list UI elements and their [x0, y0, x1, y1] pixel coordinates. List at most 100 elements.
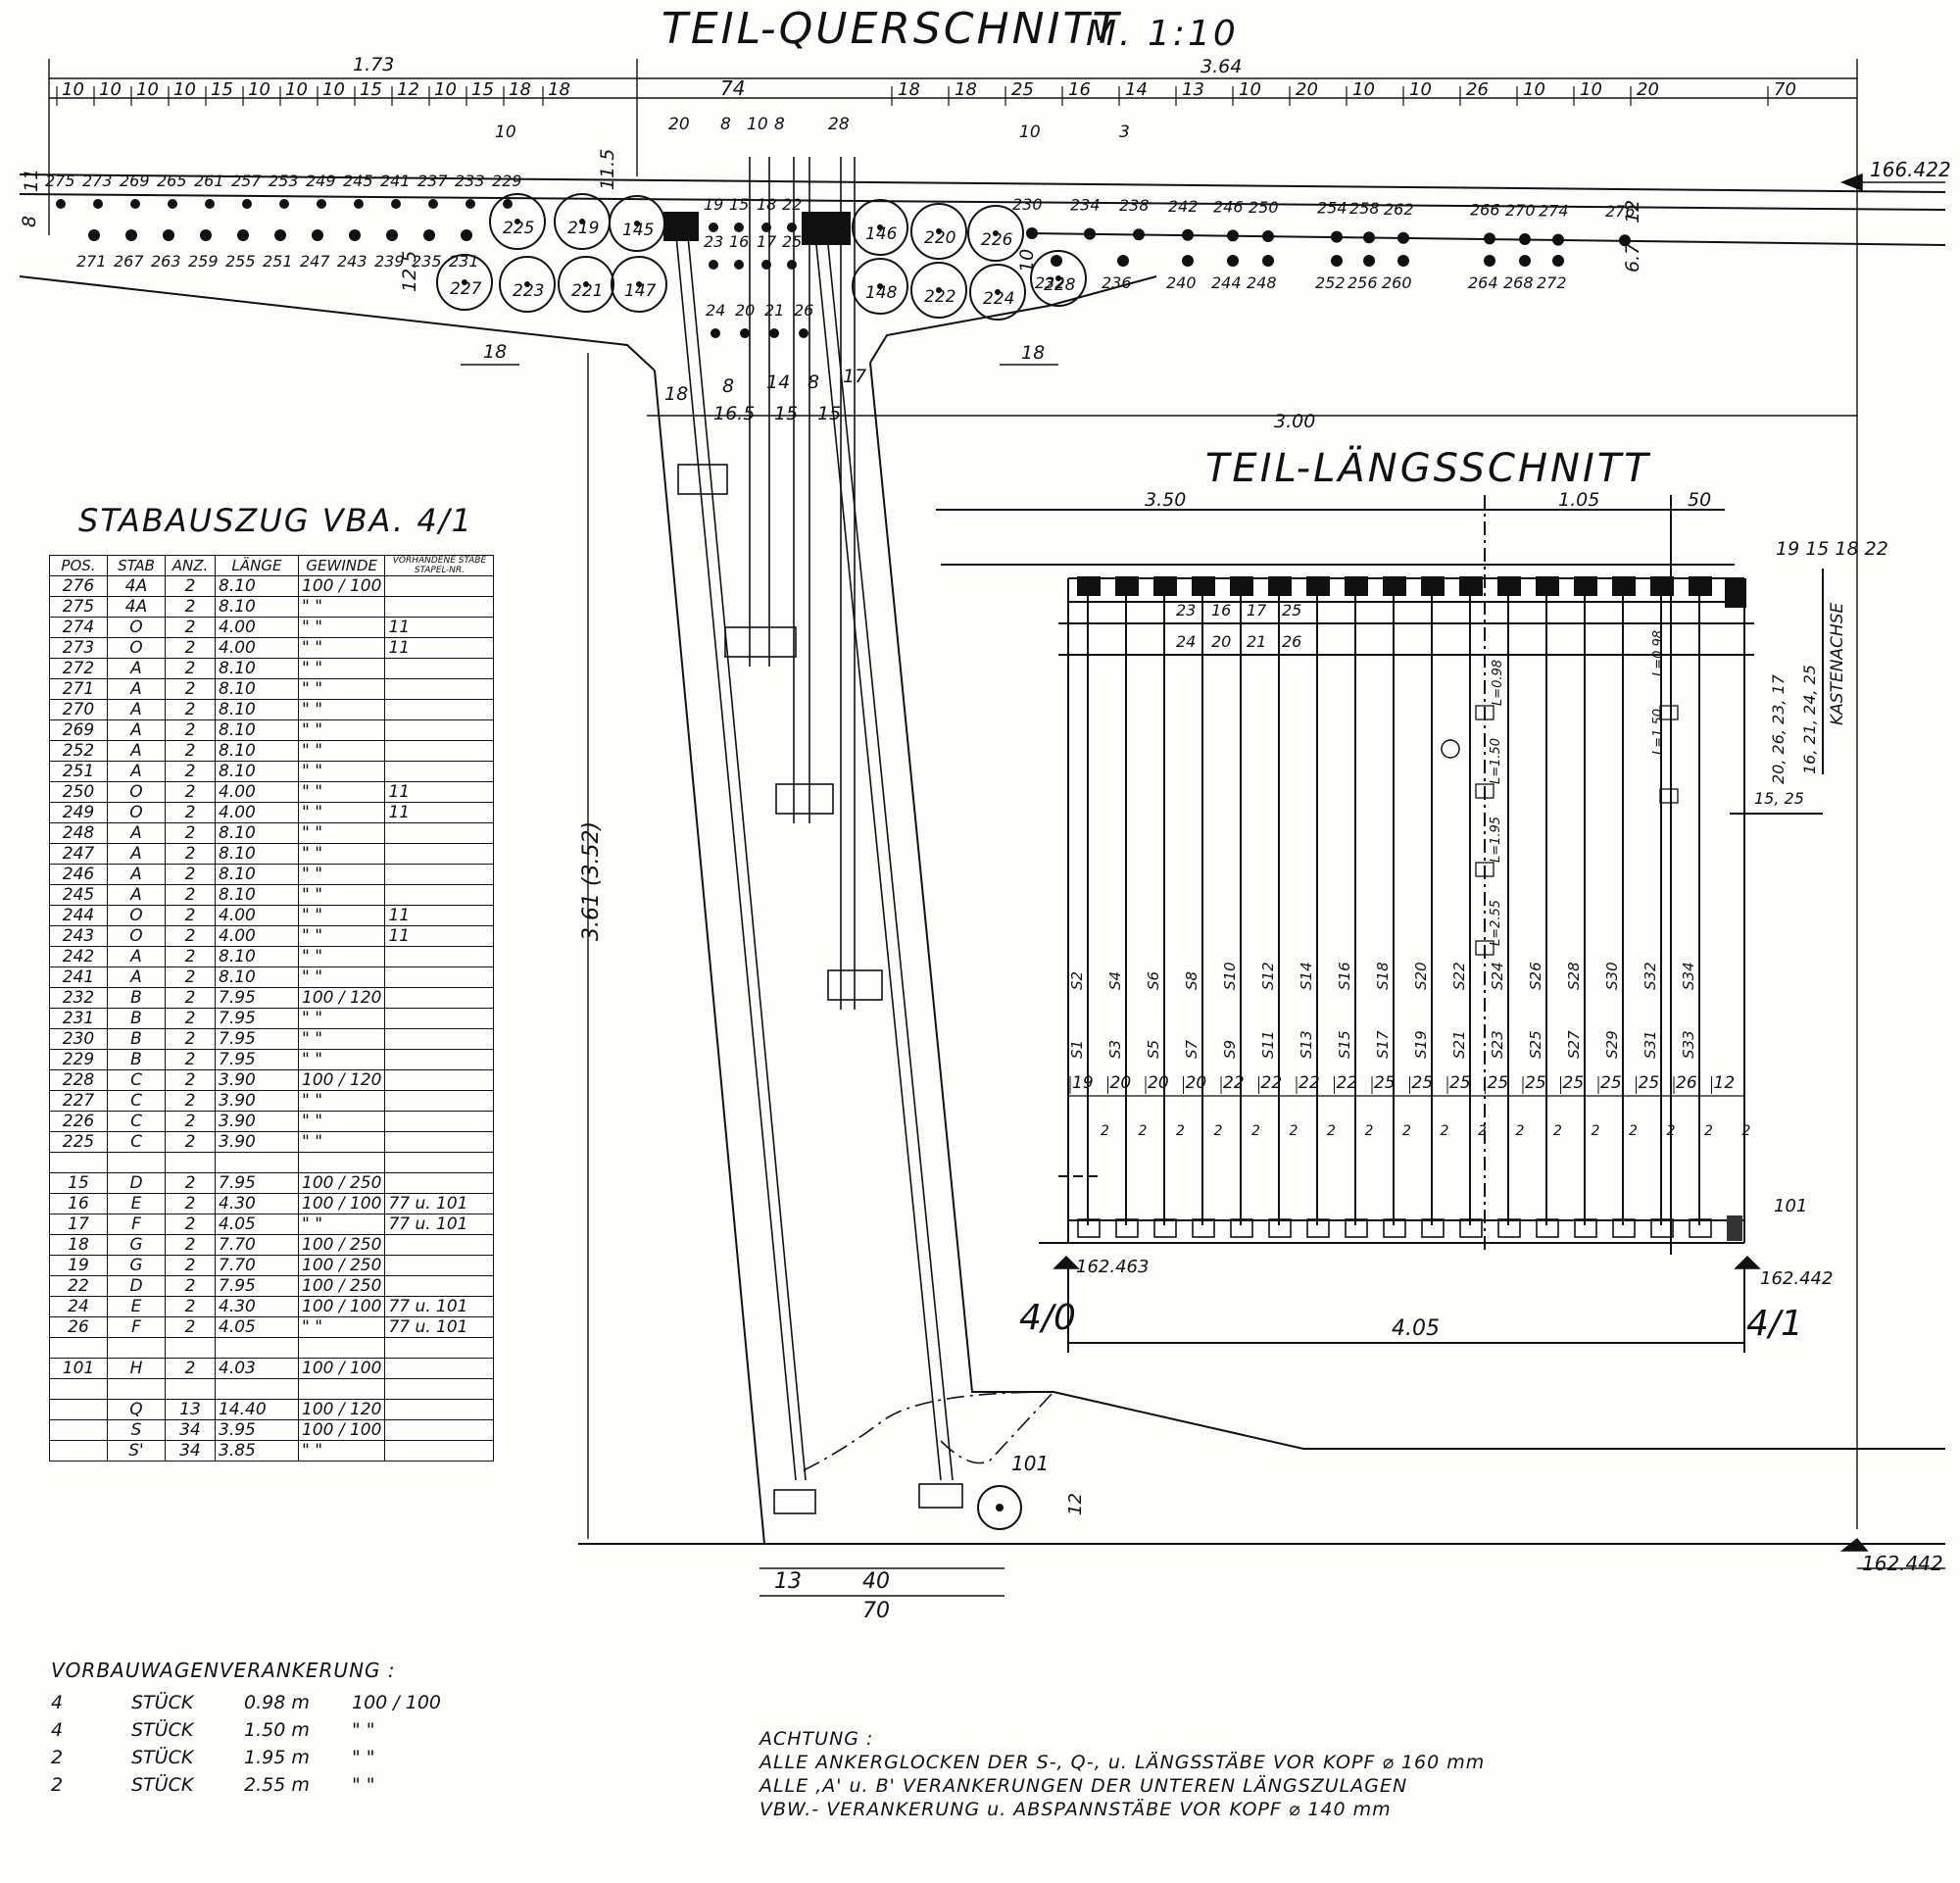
table-cell: A	[107, 864, 166, 885]
table-cell: A	[107, 946, 166, 967]
table-cell: 19	[49, 1255, 108, 1276]
table-cell	[384, 884, 495, 906]
anchor-plate-bottom	[1230, 1218, 1253, 1238]
anchor-plate-bottom	[1459, 1218, 1483, 1238]
table-cell: " "	[297, 1316, 386, 1338]
web-bar-label-20: 20	[735, 301, 755, 320]
web-bar-19	[709, 223, 718, 232]
s-bottom-label: S31	[1642, 1030, 1659, 1059]
table-cell: " "	[297, 1008, 386, 1029]
table-cell: 11	[384, 905, 495, 926]
count-label: 2	[1553, 1123, 1562, 1139]
segment-right: 4/1	[1746, 1304, 1803, 1344]
table-cell: 7.70	[215, 1255, 299, 1276]
dim-10b: 10	[1016, 249, 1038, 273]
anchor-plate-top	[1459, 576, 1483, 596]
table-cell: 34	[165, 1440, 216, 1462]
table-cell: 2	[165, 740, 216, 762]
anchor-plate-bottom	[1153, 1218, 1177, 1238]
right-total-dim: 3.64	[1200, 56, 1242, 77]
table-cell: " "	[297, 1090, 386, 1112]
table-cell: 8.10	[215, 966, 299, 988]
table-cell: 16	[49, 1193, 108, 1214]
spacing-label: 26	[1676, 1073, 1697, 1093]
table-cell: 272	[49, 658, 108, 679]
table-cell	[297, 1337, 386, 1359]
dim-web-sub-4: 28	[828, 115, 850, 134]
bar-274	[1552, 233, 1564, 246]
table-cell	[384, 1069, 495, 1091]
segment-left: 4/0	[1019, 1298, 1076, 1338]
table-cell: 8.10	[215, 678, 299, 700]
bar-schedule-table: POS. STAB ANZ. LÄNGE GEWINDE VORHANDENE …	[49, 555, 495, 1462]
s-top-label: S20	[1412, 962, 1430, 990]
dim-web-14: 14	[766, 372, 790, 393]
table-cell: 8.10	[215, 596, 299, 618]
web-bar-label-24: 24	[706, 301, 725, 320]
table-cell: F	[107, 1214, 166, 1235]
bar-248	[1262, 255, 1274, 267]
anchoring-qty: 4	[51, 1692, 64, 1713]
dim-web-sub-1: 8	[720, 115, 731, 134]
note-block: ACHTUNG : ALLE ANKERGLOCKEN DER S-, Q-, …	[760, 1727, 1485, 1821]
table-cell: 77 u. 101	[384, 1214, 495, 1235]
bar-241	[391, 199, 401, 209]
duct-label-222: 222	[924, 287, 956, 307]
table-cell: " "	[297, 802, 386, 823]
duct-label-219: 219	[567, 219, 599, 238]
web-bar-label-17: 17	[757, 232, 777, 251]
table-cell: 2	[165, 905, 216, 926]
table-cell	[384, 864, 495, 885]
dim-web-15b: 15	[817, 403, 841, 424]
table-cell: 273	[49, 637, 108, 659]
anchoring-qty: 2	[51, 1747, 64, 1768]
table-cell: 15	[49, 1172, 108, 1194]
table-cell: 2	[165, 1275, 216, 1297]
anchor-plate-top	[1574, 576, 1597, 596]
dim-left-7: 10	[322, 79, 345, 100]
anchoring-qty: 2	[51, 1774, 64, 1796]
duct-label-145: 145	[622, 221, 654, 240]
long-level-marks	[1053, 1255, 1761, 1269]
bar-label-273: 273	[82, 172, 113, 190]
table-cell: " "	[297, 1131, 386, 1153]
table-cell: 8.10	[215, 719, 299, 741]
count-label: 2	[1176, 1123, 1185, 1139]
table-cell	[384, 1358, 495, 1379]
ls-top-right-labels: 19 15 18 22	[1776, 538, 1888, 560]
table-cell: 276	[49, 575, 108, 597]
table-cell: 271	[49, 678, 108, 700]
spacing-label: 12	[1714, 1073, 1736, 1093]
table-cell: 2	[165, 1069, 216, 1091]
table-cell: 2	[165, 946, 216, 967]
vbw-anchor	[1475, 705, 1494, 720]
anchor-plate-top	[1153, 576, 1177, 596]
dim-8: 8	[19, 216, 40, 227]
table-cell: 24	[49, 1296, 108, 1317]
bar-246	[1227, 229, 1239, 242]
anchor-plate-top	[1536, 576, 1559, 596]
spacing-label: 25	[1563, 1073, 1585, 1093]
dim-left-2: 10	[136, 79, 159, 100]
web-bar-21	[769, 328, 779, 338]
s-top-label: S22	[1450, 962, 1468, 990]
spacing-label: 22	[1337, 1073, 1358, 1093]
spacing-label: 20	[1186, 1073, 1207, 1093]
dim-125: 12.5	[399, 251, 420, 292]
anchor-plate-top	[1689, 576, 1712, 596]
table-cell	[384, 575, 495, 597]
bar-table-title: STABAUSZUG VBA. 4/1	[78, 502, 473, 539]
bar-label-252: 252	[1315, 273, 1346, 292]
pos-101-cs: 101	[1011, 1452, 1049, 1475]
dim-115: 11.5	[597, 149, 618, 190]
anchor-plate-top	[1612, 576, 1636, 596]
dim-left-11: 15	[471, 79, 494, 100]
